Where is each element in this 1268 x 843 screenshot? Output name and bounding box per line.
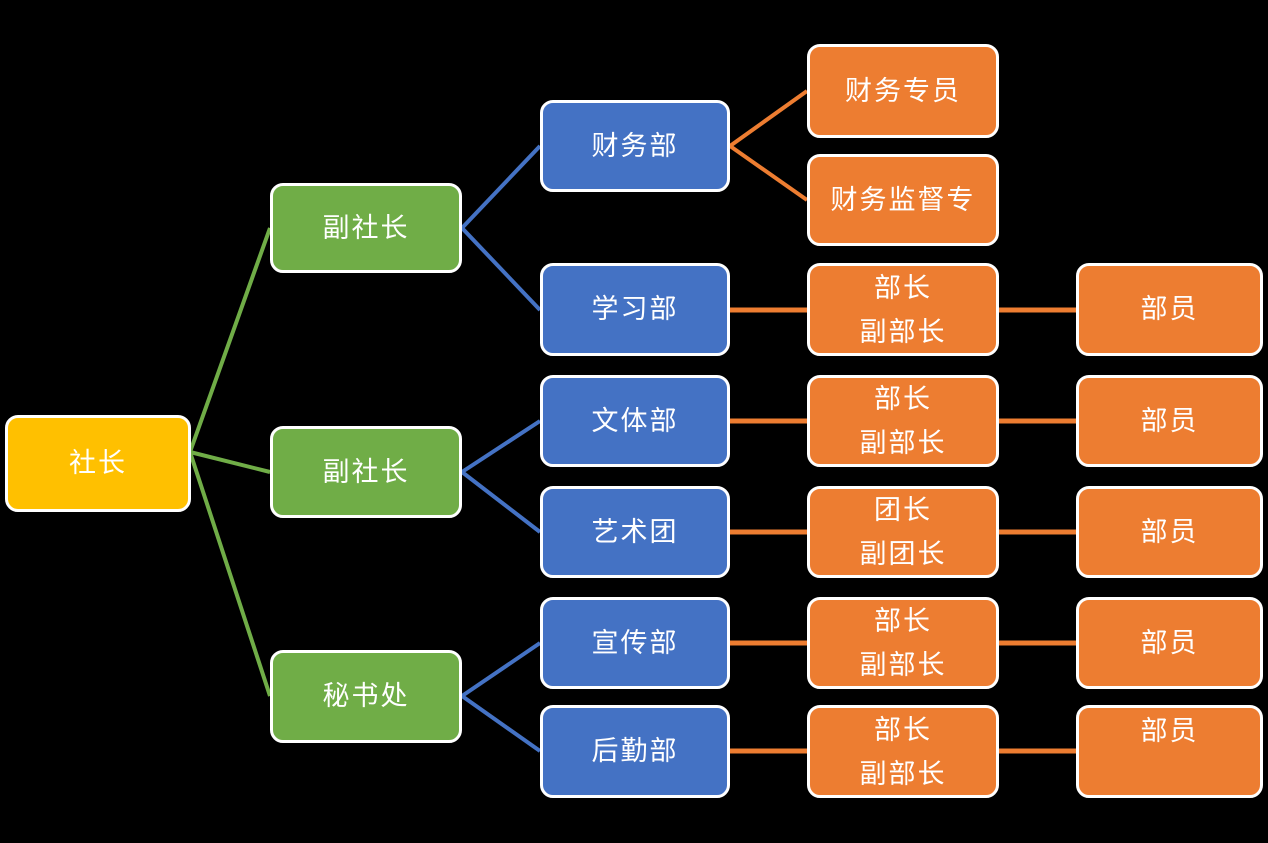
node-label: 副社长 — [322, 212, 410, 243]
node-publicity-dept[interactable]: 宣传部 — [540, 597, 730, 689]
node-label: 财务专员 — [845, 75, 961, 106]
node-study-dept-heads[interactable]: 部长 副部长 — [807, 263, 999, 356]
node-publicity-heads[interactable]: 部长 副部长 — [807, 597, 999, 689]
node-culture-sports-dept[interactable]: 文体部 — [540, 375, 730, 467]
node-label: 部员 — [1140, 516, 1199, 547]
node-label: 部长 — [874, 714, 932, 745]
node-culture-sports-heads[interactable]: 部长 副部长 — [807, 375, 999, 467]
node-label: 文体部 — [591, 405, 679, 436]
node-label: 部长 — [874, 272, 932, 303]
node-label: 部长 — [874, 384, 932, 414]
node-label: 学习部 — [591, 294, 679, 325]
node-label: 财务监督专 — [830, 184, 976, 215]
node-label: 副部长 — [859, 428, 947, 458]
edge-vice1-finance — [460, 144, 542, 230]
node-vice-president-1[interactable]: 副社长 — [270, 183, 462, 273]
node-label: 社长 — [69, 448, 127, 479]
node-label: 副部长 — [859, 316, 947, 347]
edge-secretariat-publicity — [460, 641, 542, 698]
node-logistics-members[interactable]: 部员 — [1076, 705, 1263, 798]
node-art-troupe[interactable]: 艺术团 — [540, 486, 730, 578]
edge-finance-supervisor — [728, 144, 809, 202]
node-finance-specialist[interactable]: 财务专员 — [807, 44, 999, 138]
node-label: 团长 — [874, 495, 932, 525]
node-label: 财务部 — [591, 130, 679, 161]
edge-finance-specialist — [728, 89, 809, 148]
edge-secretariat-logistics — [460, 694, 542, 753]
node-label: 部员 — [1140, 405, 1199, 436]
node-logistics-heads[interactable]: 部长 副部长 — [807, 705, 999, 798]
node-culture-sports-members[interactable]: 部员 — [1076, 375, 1263, 467]
node-label: 部员 — [1140, 627, 1199, 658]
node-label: 部员 — [1140, 294, 1199, 325]
node-secretariat[interactable]: 秘书处 — [270, 650, 462, 743]
edge-vice2-culture — [460, 419, 542, 474]
node-label: 副部长 — [859, 758, 947, 789]
node-label: 副部长 — [859, 650, 947, 680]
node-label: 副团长 — [859, 539, 947, 569]
node-label: 艺术团 — [591, 516, 679, 547]
node-label: 部长 — [874, 606, 932, 636]
node-logistics-dept[interactable]: 后勤部 — [540, 705, 730, 798]
node-art-troupe-members[interactable]: 部员 — [1076, 486, 1263, 578]
node-label: 后勤部 — [591, 736, 679, 767]
node-label: 秘书处 — [322, 681, 410, 712]
node-study-members[interactable]: 部员 — [1076, 263, 1263, 356]
node-study-dept[interactable]: 学习部 — [540, 263, 730, 356]
edge-president-vice2 — [189, 450, 271, 474]
node-finance-supervisor[interactable]: 财务监督专 — [807, 154, 999, 246]
node-label: 宣传部 — [591, 627, 679, 658]
edge-president-vice1 — [188, 227, 272, 453]
node-finance-dept[interactable]: 财务部 — [540, 100, 730, 192]
node-art-troupe-heads[interactable]: 团长 副团长 — [807, 486, 999, 578]
edge-vice2-art — [460, 470, 542, 534]
node-label: 部员 — [1140, 716, 1199, 746]
edge-president-secretariat — [188, 451, 272, 697]
edge-vice1-study — [460, 226, 542, 312]
node-president[interactable]: 社长 — [5, 415, 191, 512]
node-vice-president-2[interactable]: 副社长 — [270, 426, 462, 518]
node-publicity-members[interactable]: 部员 — [1076, 597, 1263, 689]
node-label: 副社长 — [322, 456, 410, 487]
